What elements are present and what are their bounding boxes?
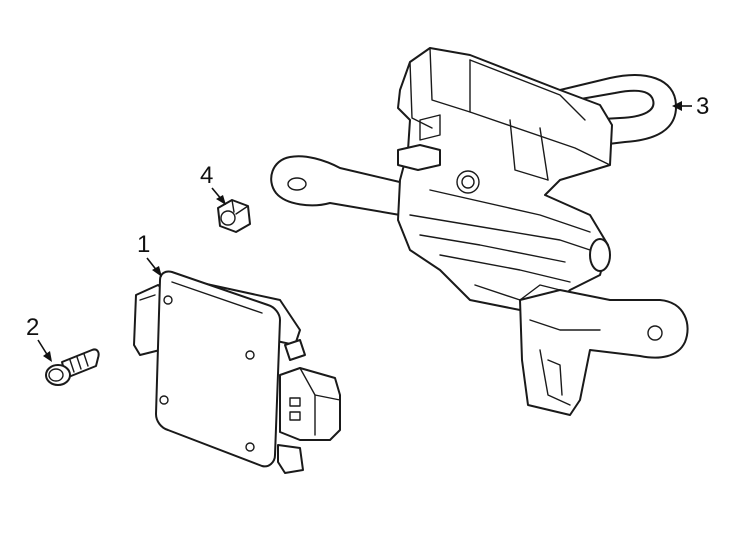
- callout-label-1: 1: [137, 231, 150, 258]
- bolt-part-2: [45, 348, 100, 386]
- callout-label-2: 2: [26, 314, 39, 341]
- callout-3: 3: [672, 93, 709, 120]
- callout-4: 4: [200, 162, 226, 205]
- callout-1: 1: [137, 231, 162, 277]
- callout-2: 2: [26, 314, 52, 362]
- nut-part-4: [217, 199, 251, 233]
- callout-label-3: 3: [696, 93, 709, 120]
- arrowhead-1: [152, 266, 162, 277]
- arrowhead-3: [672, 101, 682, 111]
- module-part-1: [133, 270, 341, 474]
- bracket-part-3: [270, 47, 689, 416]
- callout-label-4: 4: [200, 162, 213, 189]
- arrowhead-4: [216, 195, 226, 205]
- arrowhead-2: [43, 351, 52, 362]
- leader-line-2: [37, 339, 49, 357]
